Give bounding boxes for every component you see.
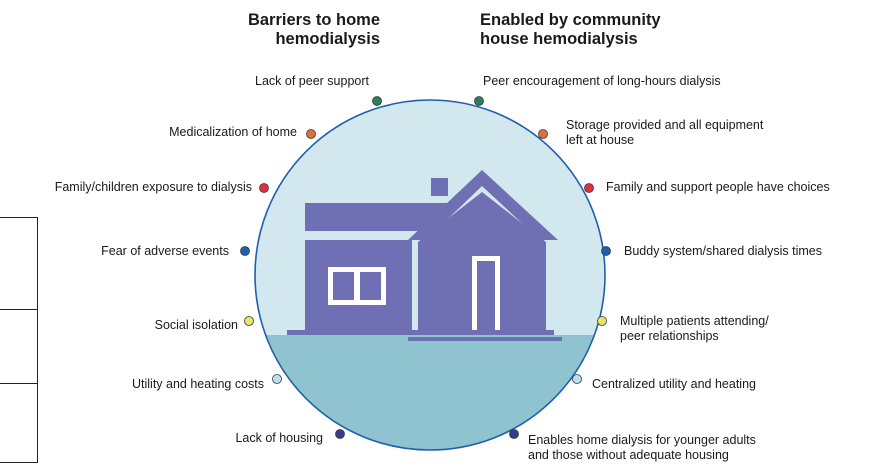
enabler-dot-4 [601, 246, 611, 256]
house-window-pane-right [360, 272, 381, 300]
enablers-heading-line-2: house hemodialysis [480, 30, 638, 48]
enabler-label-centralized-utility: Centralized utility and heating [592, 377, 756, 392]
house-chimney [431, 178, 448, 196]
barrier-dot-3 [259, 183, 269, 193]
enabler-dot-5 [597, 316, 607, 326]
barrier-dot-6 [272, 374, 282, 384]
enabler-label-line: left at house [566, 133, 635, 147]
enabler-label-family-choices: Family and support people have choices [606, 180, 830, 195]
enabler-dot-6 [572, 374, 582, 384]
barrier-label-lack-housing: Lack of housing [235, 431, 323, 445]
enabler-dot-7 [509, 429, 519, 439]
enablers-heading-line-1: Enabled by community [480, 11, 661, 29]
enabler-label-line: Family and support people have choices [606, 180, 830, 194]
house-door-panel [477, 261, 495, 334]
enabler-label-peer-encouragement: Peer encouragement of long-hours dialysi… [483, 74, 721, 89]
enabler-dot-2 [538, 129, 548, 139]
barrier-label-utility-costs: Utility and heating costs [131, 377, 264, 391]
house-gable-roof [408, 170, 558, 240]
barrier-label-medicalization: Medicalization of home [169, 125, 297, 139]
barrier-dot-5 [244, 316, 254, 326]
left-frame-bottom [0, 383, 38, 463]
enabler-label-line: Storage provided and all equipment [566, 118, 764, 132]
enabler-label-multiple-patients: Multiple patients attending/ peer relati… [620, 314, 769, 344]
barrier-label-peer-support: Lack of peer support [255, 74, 369, 88]
enabler-label-younger-adults: Enables home dialysis for younger adults… [528, 433, 756, 463]
house-step [408, 337, 562, 341]
barrier-dot-1 [372, 96, 382, 106]
barriers-heading-line-1: Barriers to home [247, 11, 380, 29]
enablers-heading: Enabled by community house hemodialysis [480, 11, 661, 49]
barriers-heading-line-2: hemodialysis [275, 30, 380, 48]
enabler-label-line: Centralized utility and heating [592, 377, 756, 391]
enabler-label-line: Multiple patients attending/ [620, 314, 769, 328]
enabler-dot-3 [584, 183, 594, 193]
barrier-label-adverse-events: Fear of adverse events [101, 244, 229, 258]
barrier-dot-7 [335, 429, 345, 439]
barrier-dot-4 [240, 246, 250, 256]
enabler-label-line: Peer encouragement of long-hours dialysi… [483, 74, 721, 88]
left-frame-middle [0, 309, 38, 385]
enabler-label-line: and those without adequate housing [528, 448, 729, 462]
house-illustration [287, 170, 562, 341]
enabler-label-line: Enables home dialysis for younger adults [528, 433, 756, 447]
enabler-label-buddy-system: Buddy system/shared dialysis times [624, 244, 822, 259]
enabler-label-storage: Storage provided and all equipment left … [566, 118, 763, 148]
house-window-pane-left [333, 272, 354, 300]
barrier-dot-2 [306, 129, 316, 139]
enabler-label-line: Buddy system/shared dialysis times [624, 244, 822, 258]
barriers-heading: Barriers to home hemodialysis [248, 11, 380, 49]
house-base [287, 330, 554, 335]
left-frame-top [0, 217, 38, 311]
barrier-label-family-exposure: Family/children exposure to dialysis [54, 180, 252, 194]
circle-outline [254, 99, 606, 451]
enabler-dot-1 [474, 96, 484, 106]
enabler-label-line: peer relationships [620, 329, 719, 343]
barrier-label-social-isolation: Social isolation [154, 318, 238, 332]
